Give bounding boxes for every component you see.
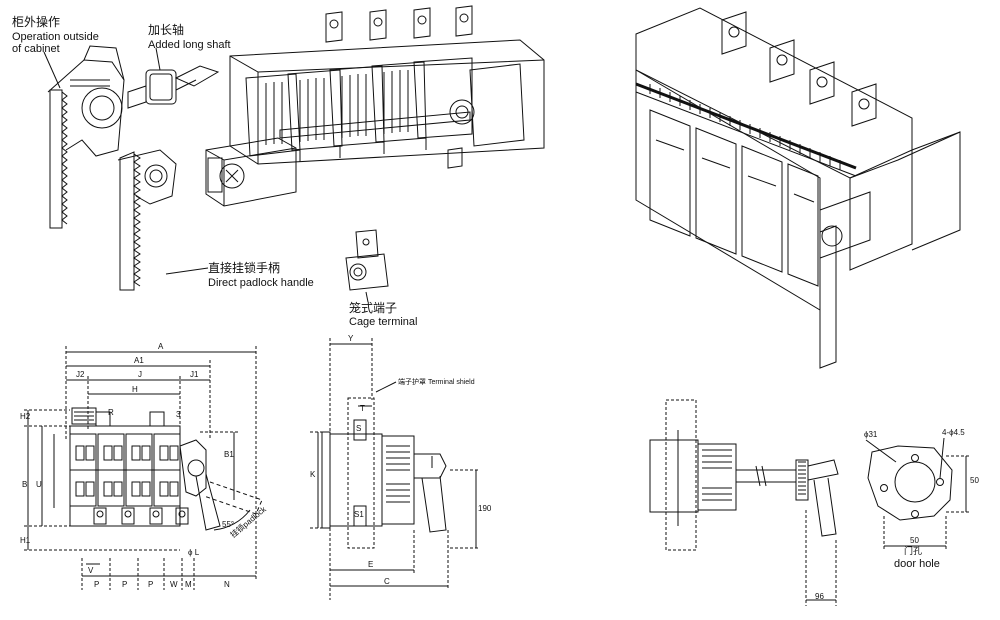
dim-j: J xyxy=(138,370,142,379)
dim-j2: J2 xyxy=(76,370,85,379)
dim-m: M xyxy=(185,580,192,589)
dim-50-bottom: 50 xyxy=(910,536,919,545)
switch-body-drawing xyxy=(229,5,545,169)
dim-h1: H1 xyxy=(20,536,31,545)
isometric-switch-drawing xyxy=(635,7,961,369)
cage-terminal-drawing xyxy=(345,229,389,291)
dim-phi-l: ϕ L xyxy=(188,548,200,557)
long-shaft-label-zh: 加长轴 xyxy=(148,23,185,37)
dim-a1: A1 xyxy=(134,356,144,365)
operation-outside-handle-drawing xyxy=(47,45,125,229)
angle-55: 55° xyxy=(222,520,235,529)
cage-terminal-label-zh: 笼式端子 xyxy=(349,301,398,315)
dim-n: N xyxy=(224,580,230,589)
door-hole-label-zh: 门孔 xyxy=(904,547,923,557)
rotary-adapter-drawing xyxy=(205,137,297,207)
dim-b: B xyxy=(22,480,28,489)
padlock-handle-label-zh: 直接挂锁手柄 xyxy=(208,261,281,275)
dim-c: C xyxy=(384,577,390,586)
long-shaft-label-en: Added long shaft xyxy=(148,39,231,51)
dim-4-holes: 4-ϕ4.5 xyxy=(942,428,965,437)
dim-h: H xyxy=(132,385,138,394)
front-view-drawing xyxy=(24,346,263,590)
dim-w: W xyxy=(170,580,178,589)
dim-k: K xyxy=(310,470,316,479)
dim-p3: P xyxy=(148,580,154,589)
dim-e: E xyxy=(368,560,374,569)
dim-p2: P xyxy=(122,580,128,589)
dim-y: Y xyxy=(348,334,354,343)
padlock-handle-drawing xyxy=(117,149,177,291)
dim-3: 3 xyxy=(176,410,181,419)
operation-outside-label-zh: 柜外操作 xyxy=(12,15,61,29)
dim-phi-31: ϕ31 xyxy=(864,430,878,439)
door-hole-label-en: door hole xyxy=(894,558,940,570)
side-view-drawing xyxy=(310,338,480,600)
cage-terminal-label-en: Cage terminal xyxy=(349,316,418,328)
dim-s: S xyxy=(356,424,362,433)
dim-b1: B1 xyxy=(224,450,234,459)
dim-u: U xyxy=(36,480,42,489)
dim-r: R xyxy=(108,408,114,417)
dim-v: V xyxy=(88,566,94,575)
dim-p1: P xyxy=(94,580,100,589)
dim-190: 190 xyxy=(478,504,492,513)
padlock-handle-label-en: Direct padlock handle xyxy=(208,277,314,289)
dim-s1: S1 xyxy=(354,510,364,519)
dim-a: A xyxy=(158,342,164,351)
operation-outside-label-en-2: of cabinet xyxy=(12,43,60,55)
long-shaft-drawing xyxy=(127,65,220,109)
dim-j1: J1 xyxy=(190,370,199,379)
dim-96: 96 xyxy=(815,592,824,601)
dim-h2: H2 xyxy=(20,412,31,421)
operation-outside-label-en-1: Operation outside xyxy=(12,31,99,43)
terminal-shield-label: 端子护罩 Terminal shield xyxy=(398,379,475,386)
dim-t: T xyxy=(360,404,365,413)
door-view-drawing xyxy=(649,399,970,606)
dim-50-right: 50 xyxy=(970,476,979,485)
